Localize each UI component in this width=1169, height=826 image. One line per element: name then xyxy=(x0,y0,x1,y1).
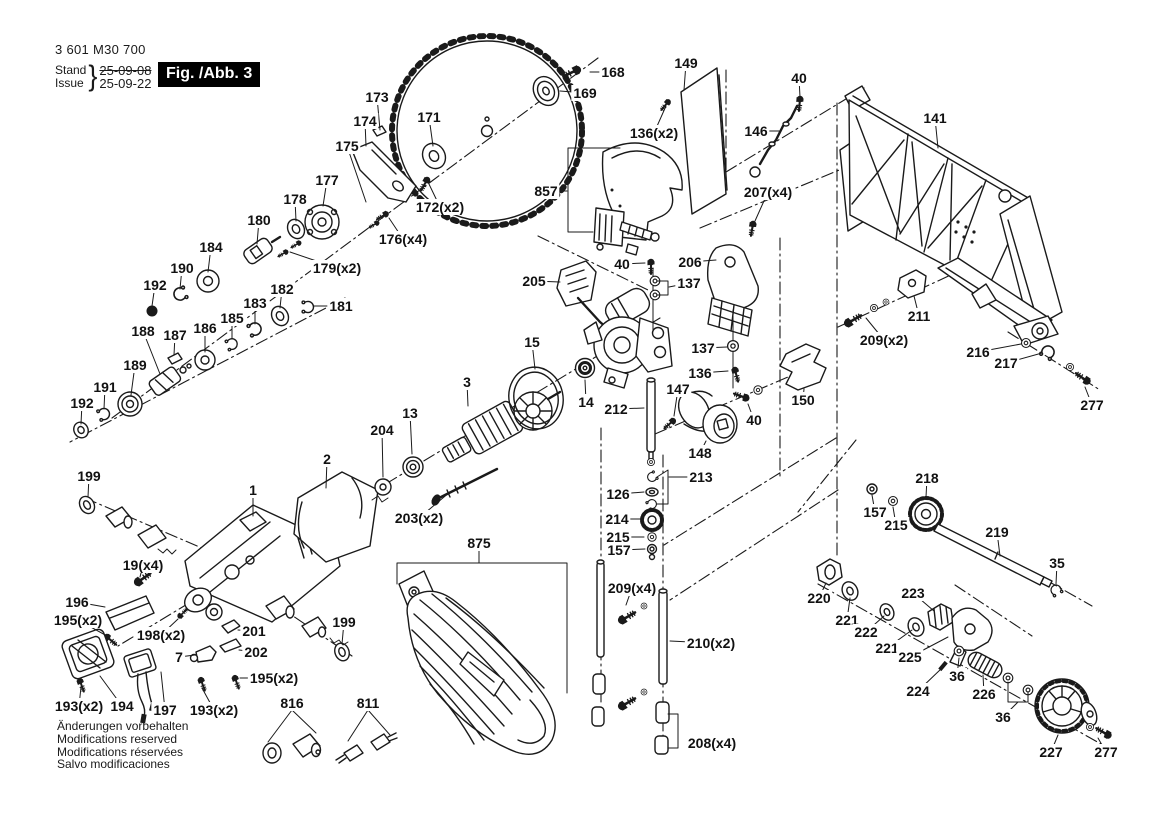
terminal-detail xyxy=(335,732,398,764)
revision-brace: } xyxy=(88,60,98,92)
stand-label: Stand xyxy=(55,62,87,77)
fence-and-rod xyxy=(657,67,805,215)
upper-blade-guard xyxy=(593,142,683,256)
part-number: 3 601 M30 700 xyxy=(55,42,146,57)
brush-cap-detail xyxy=(262,733,322,764)
switch-and-controls xyxy=(61,595,350,724)
bevel-gear-cluster xyxy=(866,483,1064,598)
figure-label: Fig. /Abb. 3 xyxy=(158,62,261,87)
support-bracket-hardware xyxy=(840,269,1094,388)
stand-date: 25-09-08 xyxy=(99,62,152,78)
title-block: 3 601 M30 700 Stand Issue } 25-09-08 25-… xyxy=(55,42,261,92)
disclaimer-text: Änderungen vorbehalten Modifications res… xyxy=(57,720,188,771)
disclaimer-line-es: Salvo modificaciones xyxy=(57,757,170,772)
issue-label: Issue xyxy=(55,75,84,90)
bevel-shaft-parts xyxy=(73,269,315,439)
saw-blade xyxy=(389,33,585,229)
gear-housing-cluster xyxy=(556,244,827,463)
blade-flange-parts xyxy=(243,62,584,265)
disclaimer-line-en: Modifications reserved xyxy=(57,731,178,746)
revision-block: Stand Issue } 25-09-08 25-09-22 xyxy=(55,60,152,92)
base-frame xyxy=(746,85,1063,346)
group-brackets xyxy=(267,147,1029,749)
handwheel-cluster xyxy=(816,558,1115,742)
disclaimer-line-de: Änderungen vorbehalten xyxy=(57,719,189,733)
motor-assembly xyxy=(78,357,596,649)
column-and-rods xyxy=(591,457,670,755)
disclaimer-line-fr: Modifications réservées xyxy=(57,744,184,759)
issue-date: 25-09-22 xyxy=(99,75,152,91)
lower-blade-guard xyxy=(398,570,556,755)
